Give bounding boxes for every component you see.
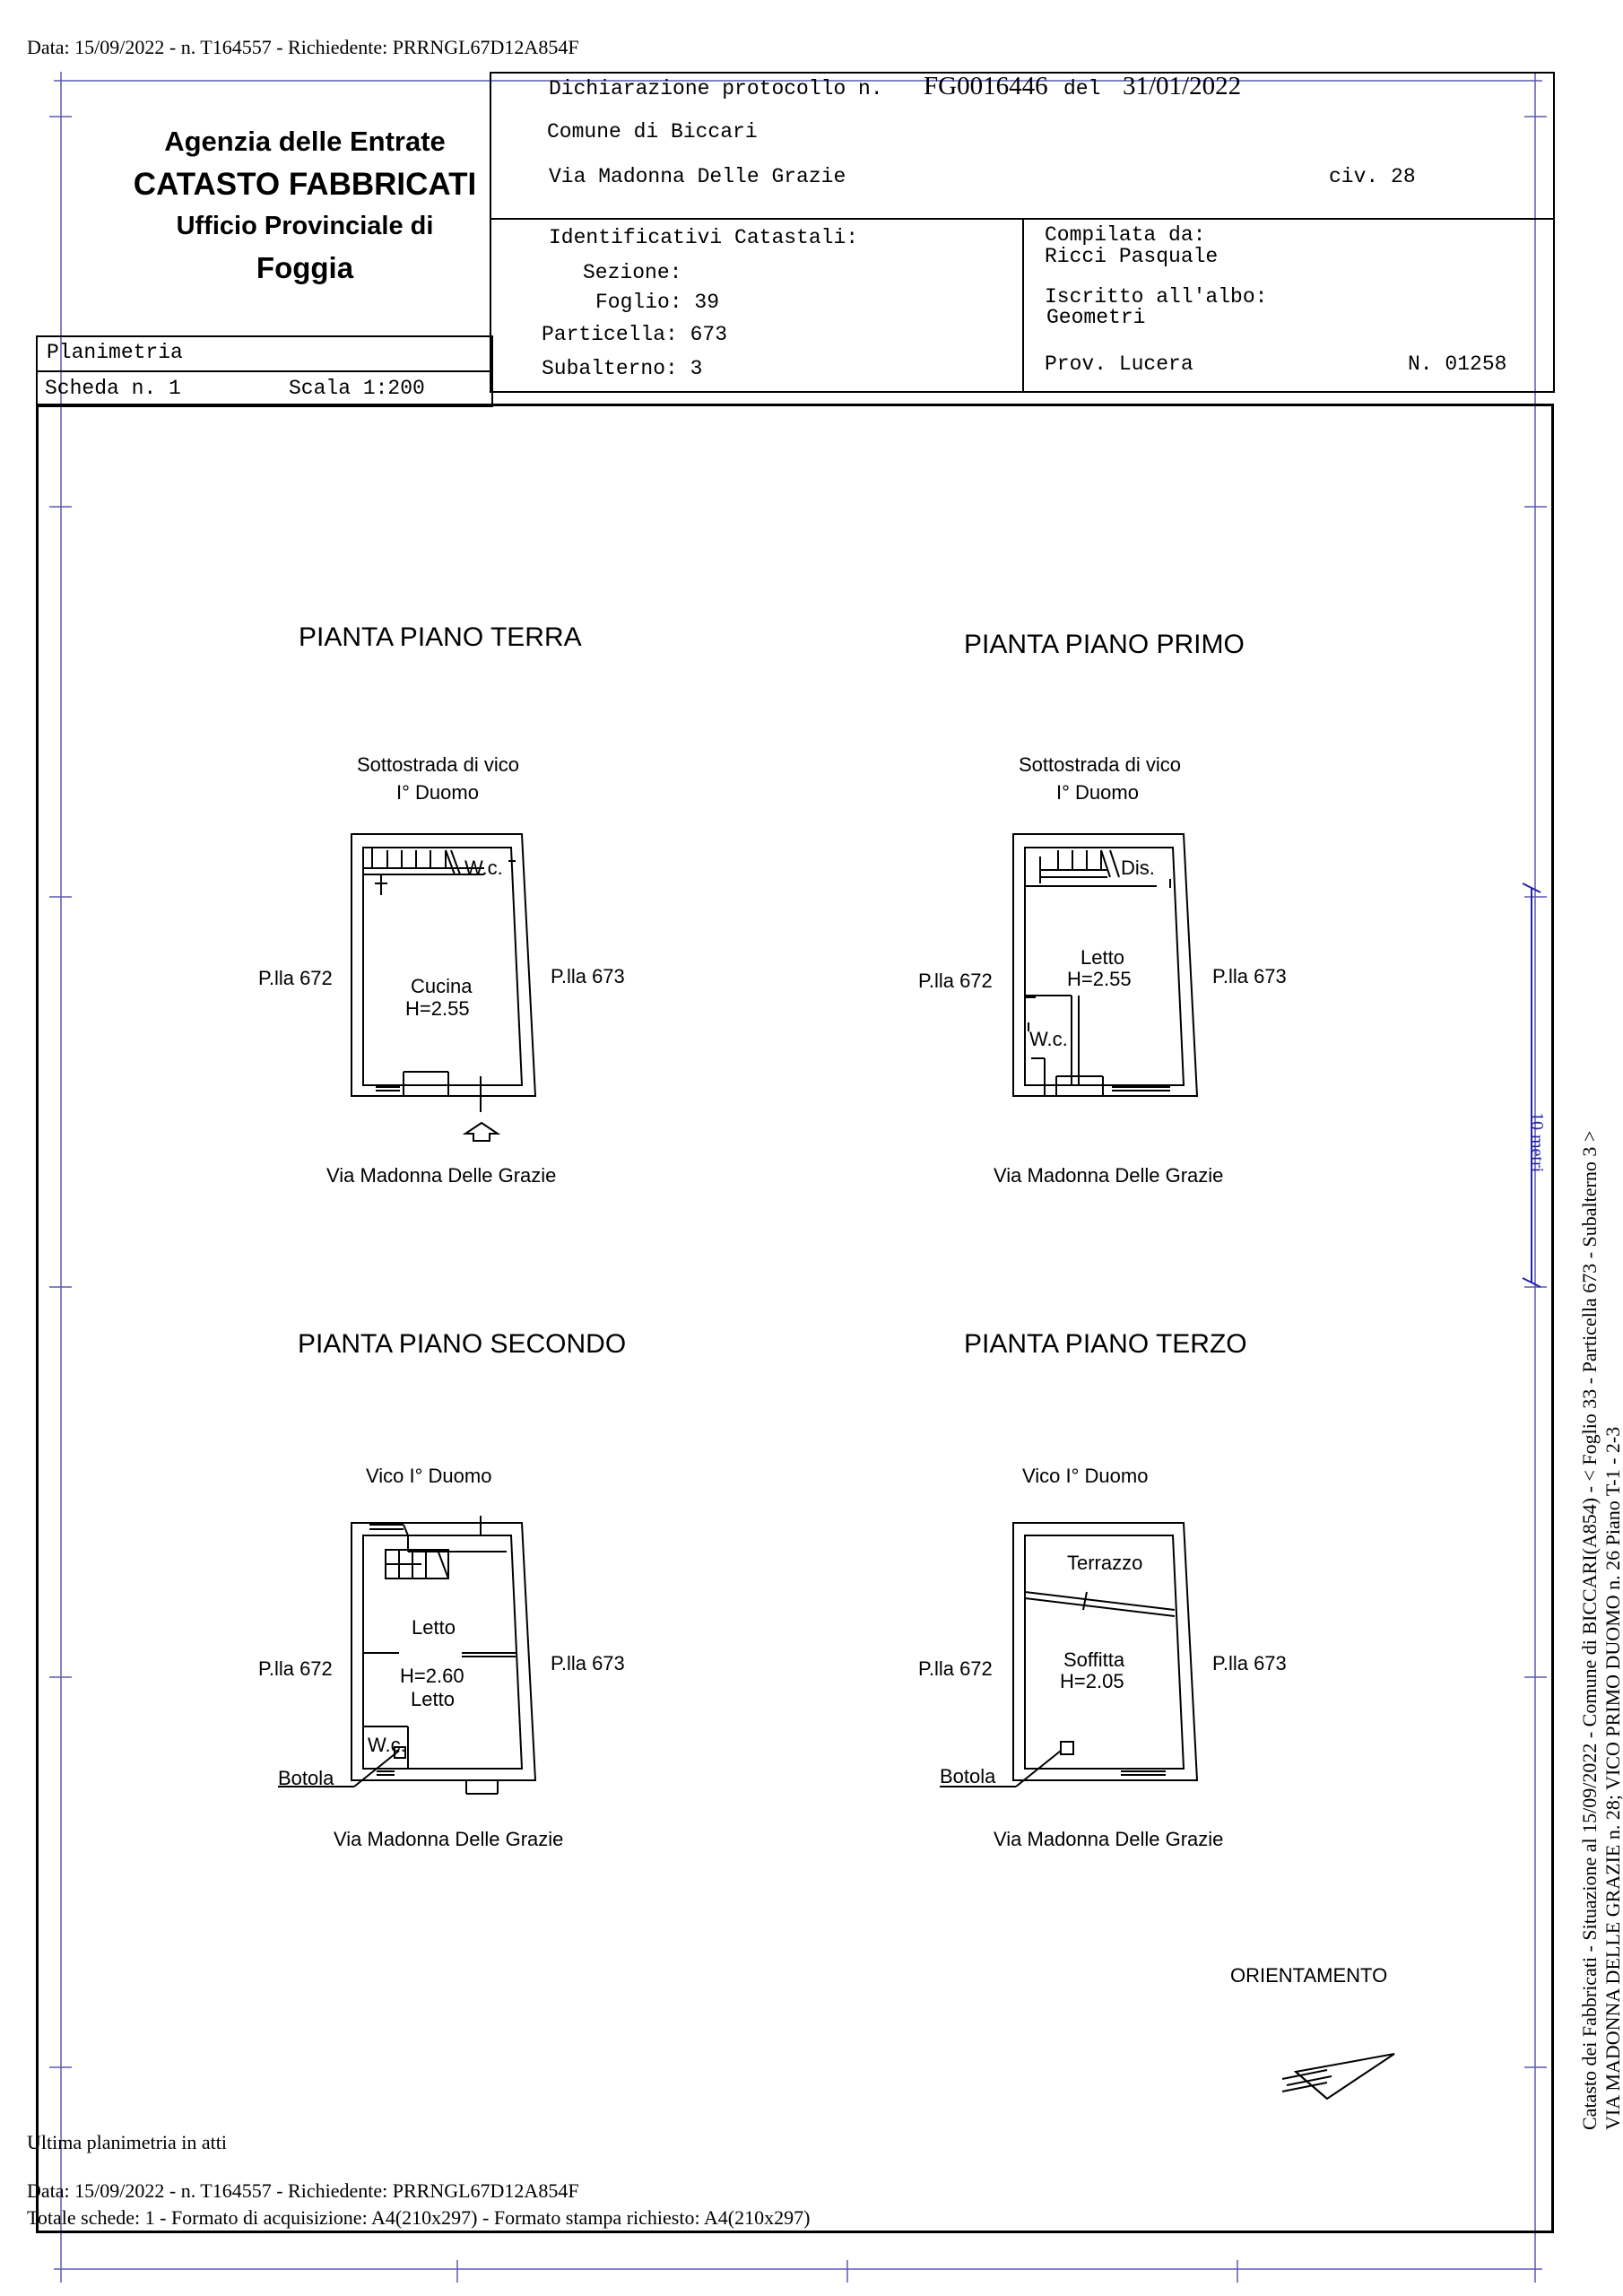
- plan-primo-wc: W.c.: [1029, 1028, 1068, 1050]
- plan-secondo-east: P.lla 673: [551, 1652, 625, 1674]
- numero-label: N. 01258: [1408, 352, 1507, 376]
- plan-secondo-botola: Botola: [278, 1767, 334, 1789]
- plan-secondo-north: Vico I° Duomo: [366, 1465, 492, 1487]
- plan-terra-north-1: Sottostrada di vico: [357, 753, 519, 776]
- drawing-frame: [36, 404, 1554, 2233]
- plan-primo-letto: Letto: [1081, 946, 1124, 969]
- compilata-label: Compilata da:: [1045, 223, 1206, 247]
- plan-terzo-height: H=2.05: [1060, 1670, 1124, 1692]
- plan-secondo-walls: [278, 1516, 537, 1795]
- scala-label: Scala 1:200: [289, 377, 425, 400]
- planimetria-divider: [36, 370, 493, 372]
- plan-terzo-north: Vico I° Duomo: [1022, 1465, 1149, 1487]
- foglio-label: Foglio: 39: [595, 291, 720, 314]
- civico-label: civ. 28: [1329, 165, 1416, 188]
- plan-terra-height: H=2.55: [405, 997, 470, 1020]
- plan-terzo-title: PIANTA PIANO TERZO: [964, 1329, 1247, 1359]
- plan-secondo-letto-1: Letto: [412, 1616, 456, 1639]
- plan-terzo-terrazzo: Terrazzo: [1067, 1552, 1143, 1574]
- footer-totale: Totale schede: 1 - Formato di acquisizio…: [27, 2206, 811, 2229]
- scale-label: 10 metri: [1527, 1112, 1547, 1173]
- plan-terra-north-2: I° Duomo: [396, 781, 479, 804]
- plan-primo-north-2: I° Duomo: [1056, 781, 1139, 804]
- plan-terra-west: P.lla 672: [258, 967, 333, 989]
- plan-secondo-south: Via Madonna Delle Grazie: [334, 1828, 564, 1850]
- plan-primo-height: H=2.55: [1067, 968, 1132, 990]
- del-label: del: [1063, 77, 1101, 100]
- plan-primo-west: P.lla 672: [918, 970, 993, 992]
- side-text-2: VIA MADONNA DELLE GRAZIE n. 28; VICO PRI…: [1601, 1426, 1623, 2130]
- footer-data-line: Data: 15/09/2022 - n. T164557 - Richiede…: [27, 2179, 579, 2202]
- iscritto-label: Iscritto all'albo:: [1045, 285, 1268, 309]
- prov-label: Prov. Lucera: [1045, 352, 1193, 376]
- plan-terzo-east: P.lla 673: [1212, 1652, 1287, 1674]
- catasto-title: CATASTO FABBRICATI: [133, 167, 477, 202]
- plan-terra-cucina: Cucina: [411, 975, 473, 997]
- planimetria-label: Planimetria: [47, 341, 183, 364]
- plan-terzo-walls: [940, 1522, 1199, 1787]
- ufficio-label: Ufficio Provinciale di: [176, 212, 434, 240]
- side-text-1: Catasto dei Fabbricati - Situazione al 1…: [1578, 1130, 1601, 2130]
- compilata-name: Ricci Pasquale: [1045, 245, 1219, 268]
- identificativi-title: Identificativi Catastali:: [549, 226, 859, 249]
- plan-primo-north-1: Sottostrada di vico: [1019, 753, 1181, 776]
- plan-terra-south: Via Madonna Delle Grazie: [326, 1164, 557, 1187]
- protocollo-number: FG0016446: [924, 72, 1048, 100]
- plan-secondo-west: P.lla 672: [258, 1657, 333, 1680]
- footer-ultima: Ultima planimetria in atti: [27, 2131, 227, 2153]
- plan-terzo-soffitta: Soffitta: [1063, 1648, 1125, 1671]
- plan-terra-title: PIANTA PIANO TERRA: [299, 622, 582, 652]
- orientation-symbol: [1281, 2053, 1395, 2100]
- via-label: Via Madonna Delle Grazie: [549, 165, 846, 188]
- plan-primo-dis: Dis.: [1121, 857, 1155, 879]
- scheda-label: Scheda n. 1: [45, 377, 181, 400]
- identificativi-divider: [1022, 218, 1024, 393]
- plan-terra-wc: W.c.: [464, 857, 503, 879]
- plan-primo-south: Via Madonna Delle Grazie: [994, 1164, 1224, 1187]
- del-date: 31/01/2022: [1123, 72, 1242, 100]
- particella-label: Particella: 673: [542, 323, 728, 346]
- comune-label: Comune di Biccari: [547, 120, 758, 144]
- agency-name: Agenzia delle Entrate: [164, 126, 446, 157]
- plan-terra-walls: [351, 833, 537, 1142]
- protocollo-label: Dichiarazione protocollo n.: [549, 77, 883, 100]
- subalterno-label: Subalterno: 3: [542, 357, 703, 380]
- iscritto-value: Geometri: [1046, 306, 1146, 329]
- plan-secondo-title: PIANTA PIANO SECONDO: [298, 1329, 627, 1359]
- provincia-label: Foggia: [256, 251, 354, 284]
- plan-secondo-height: H=2.60: [400, 1665, 464, 1687]
- plan-primo-title: PIANTA PIANO PRIMO: [964, 630, 1245, 659]
- plan-primo-walls: [1012, 833, 1199, 1097]
- orientamento-label: ORIENTAMENTO: [1230, 1964, 1388, 1987]
- plan-secondo-wc: W.c.: [368, 1734, 406, 1756]
- sezione-label: Sezione:: [583, 261, 682, 284]
- plan-terzo-south: Via Madonna Delle Grazie: [994, 1828, 1224, 1850]
- plan-terzo-west: P.lla 672: [918, 1657, 993, 1680]
- plan-secondo-letto-2: Letto: [411, 1688, 455, 1710]
- plan-terzo-botola: Botola: [940, 1765, 996, 1787]
- plan-primo-east: P.lla 673: [1212, 965, 1287, 987]
- plan-terra-east: P.lla 673: [551, 965, 625, 987]
- header-top-line: Data: 15/09/2022 - n. T164557 - Richiede…: [27, 36, 579, 58]
